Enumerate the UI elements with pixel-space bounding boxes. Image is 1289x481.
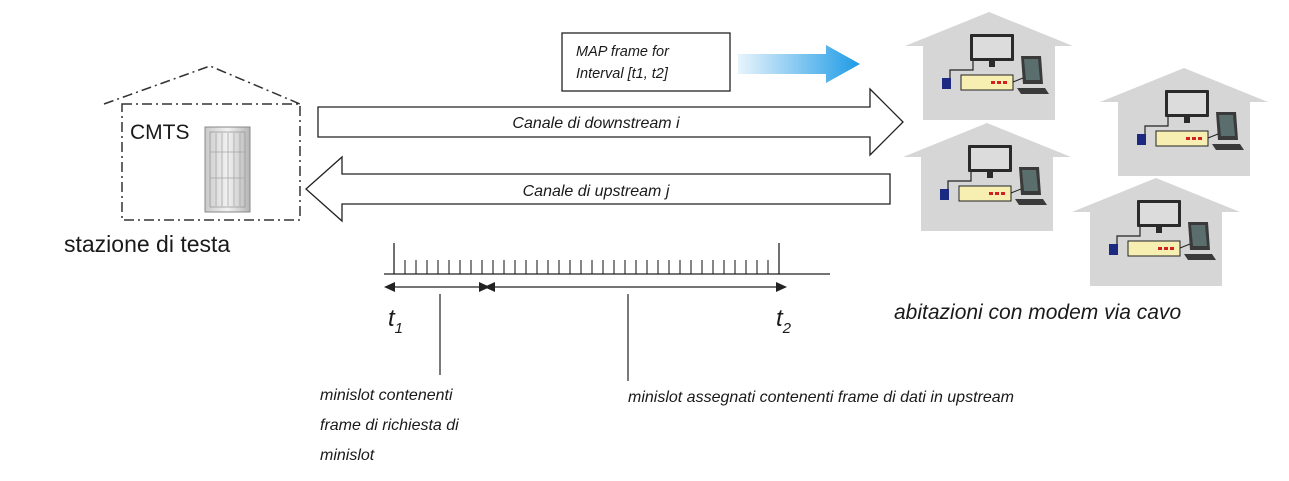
headend-walls: [121, 103, 301, 221]
monitor-stand: [989, 61, 995, 67]
monitor-stand: [1156, 227, 1162, 233]
cable-modem-icon: [960, 74, 1014, 91]
modem-led: [1170, 247, 1174, 250]
modem-led: [1192, 137, 1196, 140]
modem-led: [1198, 137, 1202, 140]
home: [905, 12, 1073, 120]
cable-outlet-icon: [1137, 134, 1146, 145]
headend-roof: [103, 65, 301, 105]
modem-led: [1158, 247, 1162, 250]
cable-line: [947, 172, 972, 195]
cable-modem-icon: [1155, 130, 1209, 147]
cable-outlet-icon: [940, 189, 949, 200]
downstream-channel-arrow: [317, 87, 904, 157]
pc-screen: [1191, 225, 1207, 246]
homes-group: [903, 12, 1268, 286]
monitor-stand: [987, 172, 993, 178]
cable-line: [1116, 227, 1141, 250]
headend-building: [103, 65, 301, 221]
minislot-timeline: [384, 243, 830, 275]
modem-led: [991, 81, 995, 84]
headend-caption: stazione di testa: [64, 231, 230, 257]
upstream-channel-label: Canale di upstream j: [523, 183, 670, 200]
assigned-note: minislot assegnati contenenti frame di d…: [628, 389, 1014, 406]
modem-led: [989, 192, 993, 195]
home: [903, 123, 1071, 231]
pc-screen: [1022, 170, 1038, 191]
request-note-line3: minislot: [320, 447, 375, 464]
keyboard-icon: [1212, 144, 1244, 150]
modem-led: [1186, 137, 1190, 140]
modem-led: [1001, 192, 1005, 195]
map-frame-line1: MAP frame for: [576, 44, 670, 60]
minislot-ticks: [404, 260, 769, 274]
cable-modem-icon: [1127, 240, 1181, 257]
cable-line: [949, 61, 974, 84]
home: [1100, 68, 1268, 176]
cable-outlet-icon: [942, 78, 951, 89]
pc-cable: [1012, 77, 1024, 83]
monitor-screen: [973, 37, 1011, 58]
request-interval-arrow: [384, 282, 490, 292]
upstream-channel-arrow: [305, 155, 891, 223]
pc-cable: [1179, 243, 1191, 249]
monitor-screen: [1140, 203, 1178, 224]
downstream-channel-label: Canale di downstream i: [512, 115, 680, 132]
cable-modem-icon: [958, 185, 1012, 202]
monitor-stand: [1184, 117, 1190, 123]
cable-line: [1144, 117, 1169, 140]
cmts-label: CMTS: [130, 121, 190, 144]
keyboard-icon: [1184, 254, 1216, 260]
modem-led: [1003, 81, 1007, 84]
monitor-screen: [971, 148, 1009, 169]
pc-screen: [1219, 115, 1235, 136]
request-note-line2: frame di richiesta di: [320, 417, 459, 434]
assigned-interval-arrow: [484, 282, 787, 292]
pc-screen: [1024, 59, 1040, 80]
cable-outlet-icon: [1109, 244, 1118, 255]
t2-label: t2: [776, 305, 792, 337]
map-frame-box: [561, 32, 731, 92]
map-broadcast-arrow: [738, 45, 860, 83]
monitor-screen: [1168, 93, 1206, 114]
pc-cable: [1010, 188, 1022, 194]
map-frame-line2: Interval [t1, t2]: [576, 66, 669, 82]
modem-led: [995, 192, 999, 195]
request-note-line1: minislot contenenti: [320, 387, 453, 404]
pc-cable: [1207, 133, 1219, 139]
cmts-rack-icon: [204, 126, 251, 213]
home: [1072, 178, 1240, 286]
modem-led: [1164, 247, 1168, 250]
modem-led: [997, 81, 1001, 84]
homes-caption: abitazioni con modem via cavo: [894, 301, 1181, 324]
keyboard-icon: [1015, 199, 1047, 205]
keyboard-icon: [1017, 88, 1049, 94]
t1-label: t1: [388, 305, 403, 337]
